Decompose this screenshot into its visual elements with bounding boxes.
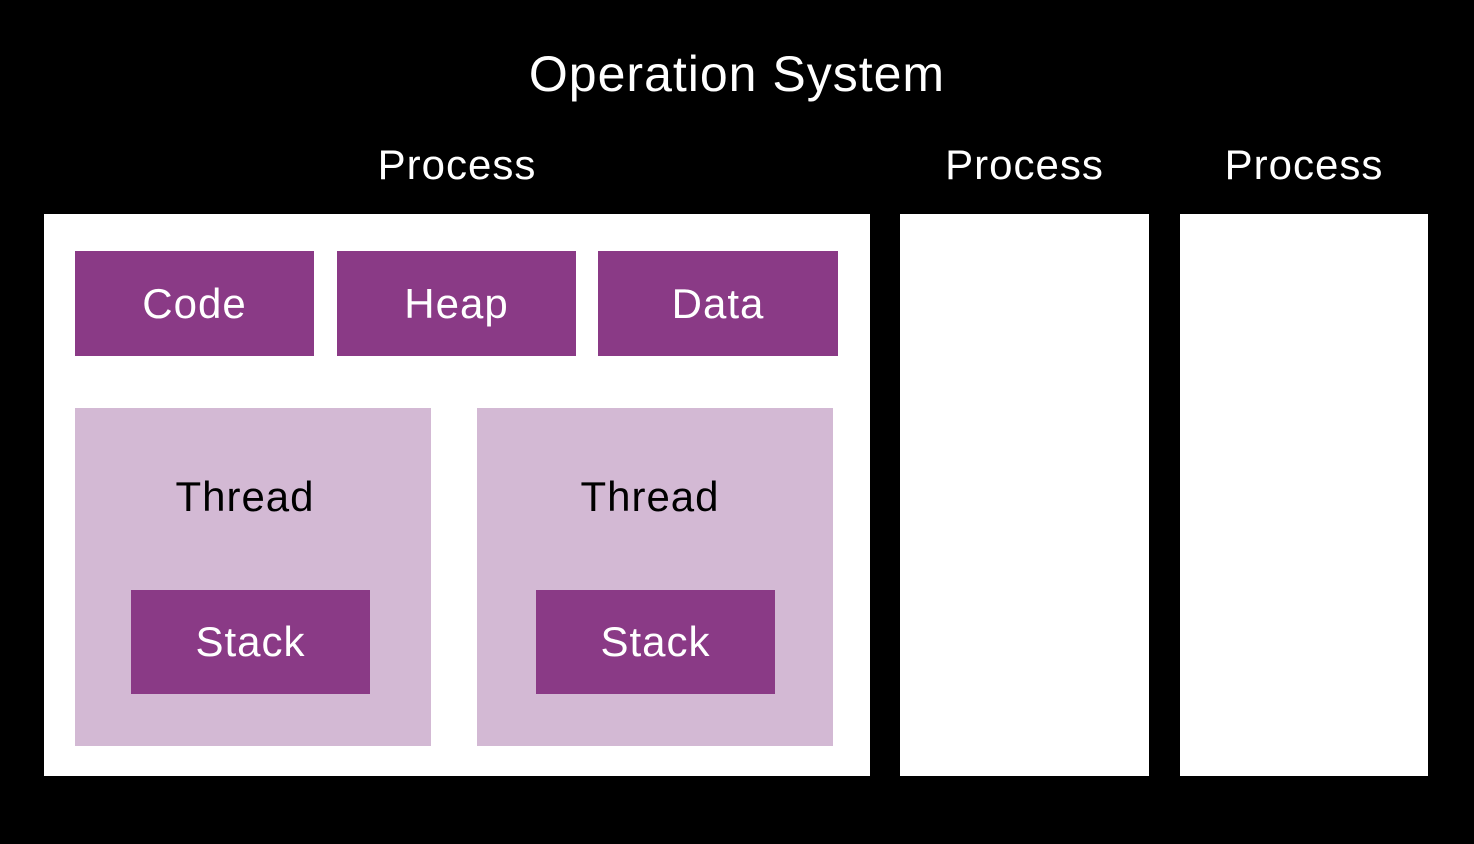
heap-segment: Heap — [337, 251, 576, 356]
process-box-1: Code Heap Data Thread Stack Thread Stack — [44, 214, 870, 776]
thread-label-2: Thread — [580, 473, 720, 520]
diagram-title: Operation System — [528, 46, 946, 102]
process-box-3 — [1180, 214, 1428, 776]
stack-segment-1: Stack — [131, 590, 370, 694]
stack-segment-2: Stack — [536, 590, 775, 694]
thread-box-2: Thread Stack — [477, 408, 833, 746]
code-segment: Code — [75, 251, 314, 356]
thread-label-1: Thread — [175, 473, 315, 520]
process-label-3: Process — [1224, 141, 1384, 188]
data-segment: Data — [598, 251, 838, 356]
process-box-2 — [900, 214, 1149, 776]
thread-box-1: Thread Stack — [75, 408, 431, 746]
process-label-1: Process — [377, 141, 537, 188]
process-label-2: Process — [945, 141, 1104, 188]
